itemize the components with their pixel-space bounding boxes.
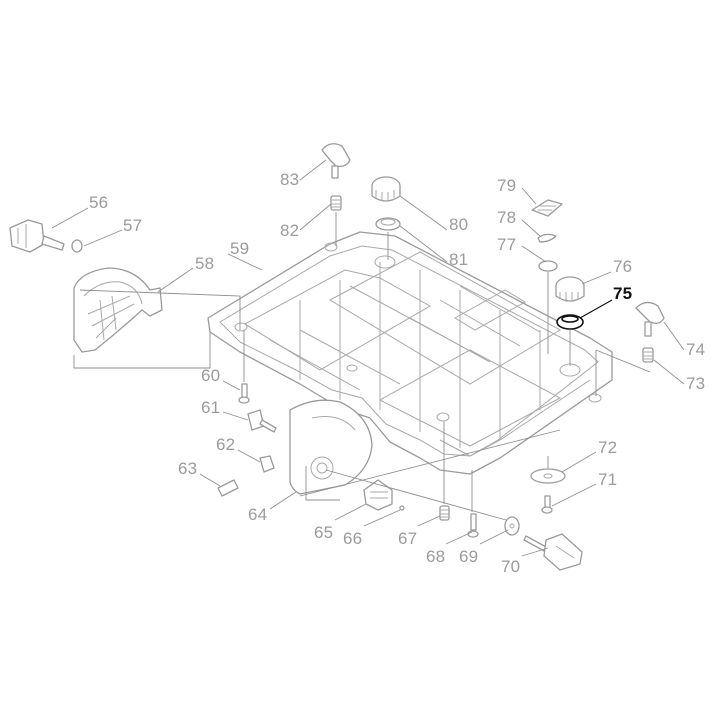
part-70-thumb-screw	[523, 533, 583, 571]
part-79-slide-lever	[531, 199, 563, 217]
part-57-washer	[71, 239, 83, 253]
callout-61: 61	[201, 398, 221, 417]
callout-83: 83	[280, 170, 300, 189]
part-73-spring	[642, 347, 654, 363]
callout-82: 82	[280, 221, 300, 240]
bracket-58	[73, 267, 163, 353]
callout-72: 72	[598, 438, 618, 457]
callout-67: 67	[398, 529, 418, 548]
callout-68: 68	[426, 547, 446, 566]
callout-77: 77	[497, 235, 517, 254]
part-83-wing-bolt	[321, 143, 351, 179]
part-75-retaining-ring	[556, 314, 584, 330]
callout-62: 62	[216, 435, 236, 454]
part-67-spring	[439, 505, 450, 521]
callout-80: 80	[449, 215, 469, 234]
part-62-square-nut	[259, 455, 275, 473]
callout-58: 58	[195, 254, 215, 273]
part-61-pin-bolt	[247, 409, 277, 433]
part-78-leaf-spring	[537, 233, 557, 243]
part-72-flat-washer	[530, 468, 566, 484]
leader-lines	[51, 159, 685, 557]
part-71-screw	[541, 495, 553, 514]
callout-74: 74	[686, 340, 706, 359]
part-82-spring	[330, 195, 342, 211]
part-77-o-ring	[538, 260, 558, 272]
part-63-spring	[217, 479, 239, 497]
callout-63: 63	[178, 459, 198, 478]
callout-65: 65	[314, 523, 334, 542]
callout-60: 60	[201, 366, 221, 385]
bracket-64	[289, 399, 373, 495]
part-69-washer	[504, 516, 520, 536]
callout-71: 71	[598, 470, 618, 489]
callout-57: 57	[123, 216, 143, 235]
part-80-knurled-knob	[371, 176, 401, 202]
callout-81: 81	[449, 250, 469, 269]
callout-66: 66	[343, 529, 363, 548]
part-56-thumb-screw	[9, 219, 65, 253]
part-66-e-ring	[399, 505, 405, 511]
callout-59: 59	[230, 239, 250, 258]
callout-76: 76	[613, 257, 633, 276]
part-81-ring	[375, 217, 401, 231]
callout-79: 79	[497, 176, 517, 195]
base-plate-59	[207, 231, 613, 475]
part-76-knurled-knob	[555, 276, 585, 302]
callout-64: 64	[248, 505, 268, 524]
callout-69: 69	[459, 547, 479, 566]
callout-70: 70	[501, 557, 521, 576]
part-60-screw	[238, 383, 250, 404]
callout-73: 73	[686, 374, 706, 393]
callout-78: 78	[497, 208, 517, 227]
callout-56: 56	[89, 193, 109, 212]
callout-75-highlighted: 75	[613, 284, 633, 303]
part-74-wing-bolt	[635, 301, 665, 337]
